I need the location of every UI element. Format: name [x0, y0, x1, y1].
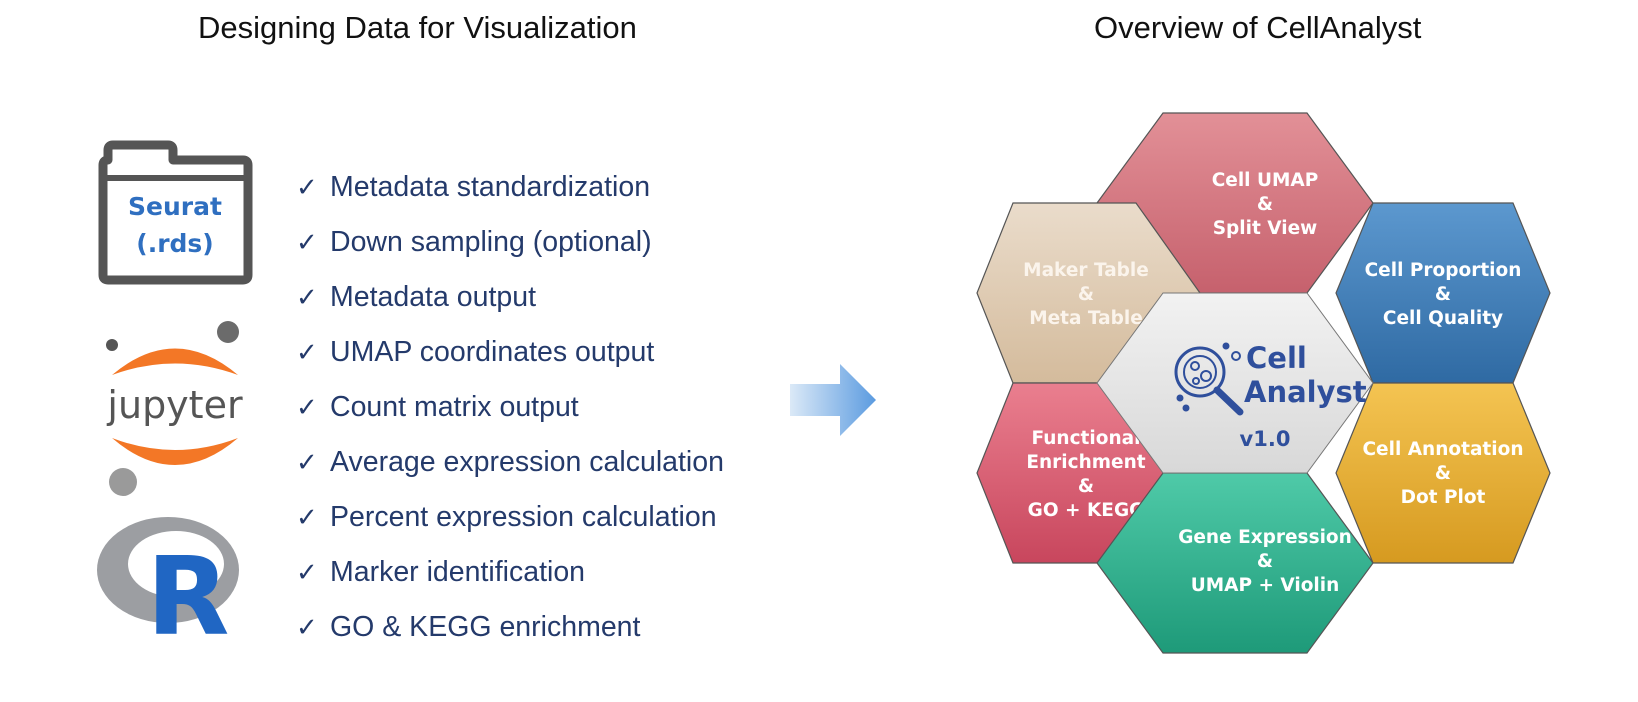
check-icon: ✓	[296, 282, 318, 312]
list-item: ✓ Percent expression calculation	[296, 490, 724, 545]
list-item: ✓ Average expression calculation	[296, 435, 724, 490]
hexagon-label: Functional	[1032, 428, 1141, 449]
check-icon: ✓	[296, 502, 318, 532]
seurat-extension-label: (.rds)	[136, 229, 213, 258]
r-letter: R	[146, 535, 229, 660]
center-title-line1: Cell	[1246, 341, 1307, 375]
right-section-title: Overview of CellAnalyst	[1094, 10, 1422, 45]
hexagon-gene-expression: Gene Expression & UMAP + Violin	[1096, 472, 1374, 654]
hexagon-label: Cell Annotation	[1362, 439, 1523, 460]
list-item: ✓ Metadata standardization	[296, 160, 724, 215]
hexagon-label: &	[1257, 194, 1273, 215]
r-logo-icon: R	[97, 517, 239, 660]
step-label: Down sampling (optional)	[330, 226, 652, 258]
check-icon: ✓	[296, 447, 318, 477]
magnifier-cell-icon	[1174, 342, 1244, 416]
hexagon-label: Maker Table	[1023, 260, 1149, 281]
list-item: ✓ Marker identification	[296, 545, 724, 600]
hexagon-label: &	[1257, 551, 1273, 572]
hexagon-label: Meta Table	[1029, 308, 1143, 329]
step-label: Metadata output	[330, 281, 536, 313]
list-item: ✓ Down sampling (optional)	[296, 215, 724, 270]
step-label: Average expression calculation	[330, 446, 724, 478]
processing-steps-list: ✓ Metadata standardization ✓ Down sampling…	[296, 160, 724, 655]
hexagon-label: Dot Plot	[1401, 487, 1486, 508]
hexagon-label: &	[1078, 284, 1094, 305]
version-label: v1.0	[1240, 427, 1291, 451]
check-icon: ✓	[296, 612, 318, 642]
jupyter-wordmark: jupyter	[106, 383, 243, 427]
check-icon: ✓	[296, 392, 318, 422]
step-label: Marker identification	[330, 556, 586, 588]
hexagon-label: Cell Proportion	[1365, 260, 1522, 281]
hexagon-cell-annotation: Cell Annotation & Dot Plot	[1335, 382, 1551, 564]
hexagon-label: Cell Quality	[1383, 308, 1503, 329]
jupyter-logo-icon: jupyter	[106, 321, 243, 496]
hexagon-label: &	[1435, 284, 1451, 305]
step-label: Count matrix output	[330, 391, 579, 423]
check-icon: ✓	[296, 172, 318, 202]
hexagon-label: Enrichment	[1026, 452, 1145, 473]
list-item: ✓ UMAP coordinates output	[296, 325, 724, 380]
seurat-folder-icon: Seurat (.rds)	[98, 140, 253, 285]
hexagon-label: Split View	[1213, 218, 1318, 239]
center-title-line2: Analyst	[1244, 375, 1367, 409]
step-label: Percent expression calculation	[330, 501, 717, 533]
hexagon-cellanalyst-center: Cell Analyst v1.0	[1096, 292, 1374, 474]
hexagon-label: Gene Expression	[1178, 527, 1352, 548]
check-icon: ✓	[296, 227, 318, 257]
left-section-title: Designing Data for Visualization	[198, 10, 637, 45]
hexagon-label: &	[1078, 476, 1094, 497]
step-label: UMAP coordinates output	[330, 336, 655, 368]
list-item: ✓ Count matrix output	[296, 380, 724, 435]
hexagon-label: Cell UMAP	[1212, 170, 1319, 191]
step-label: GO & KEGG enrichment	[330, 611, 641, 643]
list-item: ✓ Metadata output	[296, 270, 724, 325]
hexagon-label: GO + KEGG	[1028, 500, 1145, 521]
hexagon-label: &	[1435, 463, 1451, 484]
check-icon: ✓	[296, 557, 318, 587]
check-icon: ✓	[296, 337, 318, 367]
list-item: ✓ GO & KEGG enrichment	[296, 600, 724, 655]
input-format-icons: Seurat (.rds) jupyter R	[97, 140, 253, 660]
flow-arrow-icon	[790, 364, 876, 436]
step-label: Metadata standardization	[330, 171, 651, 203]
hexagon-label: UMAP + Violin	[1191, 575, 1340, 596]
seurat-label: Seurat	[128, 192, 222, 221]
hexagon-cell-proportion: Cell Proportion & Cell Quality	[1335, 202, 1551, 384]
